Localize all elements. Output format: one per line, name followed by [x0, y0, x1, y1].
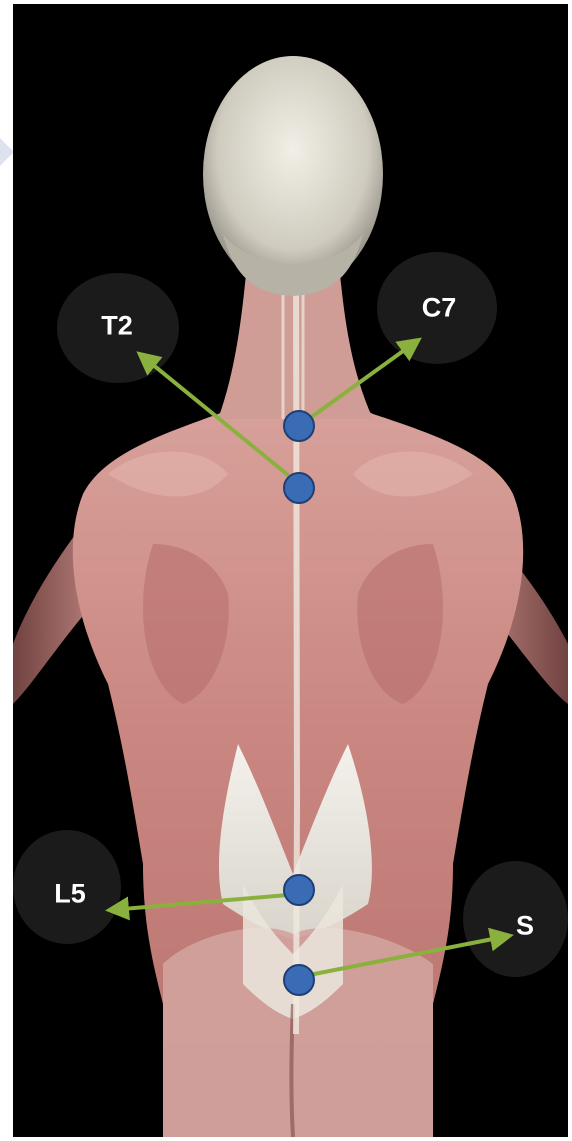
s-arrow-icon: [299, 936, 508, 977]
t2-marker-icon: [284, 473, 314, 503]
t2-arrow-icon: [141, 355, 299, 484]
s-marker-icon: [284, 965, 314, 995]
c7-arrow-icon: [299, 341, 417, 426]
l5-marker-icon: [284, 875, 314, 905]
c7-marker-icon: [284, 411, 314, 441]
annotation-overlay: [13, 4, 568, 1137]
l5-arrow-icon: [111, 894, 299, 910]
anatomy-figure: T2 C7 L5 S: [13, 4, 568, 1137]
edge-chevron-icon: [0, 138, 14, 166]
